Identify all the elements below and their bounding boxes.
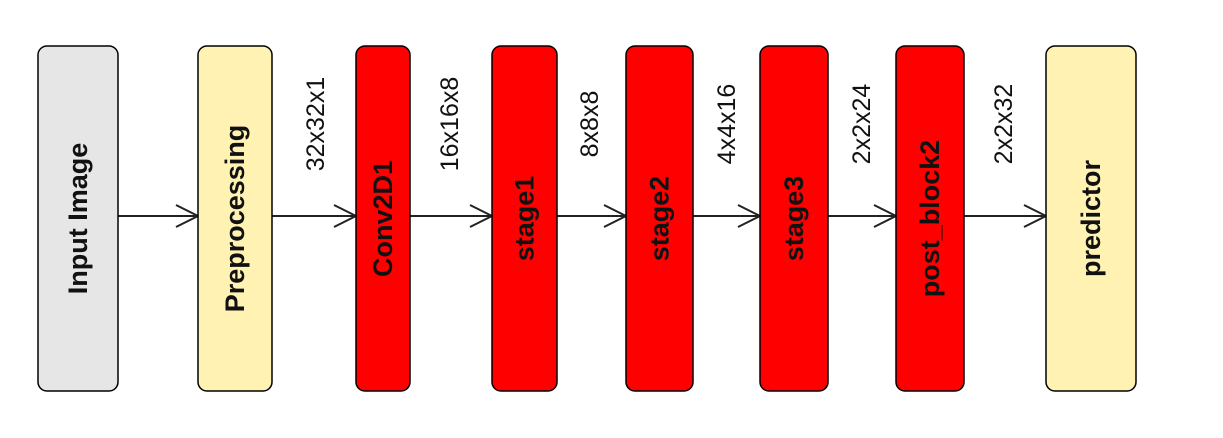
block-label: stage1 — [510, 176, 540, 262]
block-box — [37, 45, 119, 392]
block-box — [625, 45, 694, 392]
block-conv2d1: Conv2D1 — [355, 45, 411, 392]
block-box — [355, 45, 411, 392]
block-box — [759, 45, 829, 392]
block-stage2: stage2 — [625, 45, 694, 392]
block-label: post_block2 — [915, 140, 945, 298]
block-preprocessing: Preprocessing — [197, 45, 273, 392]
edge-shape-label: 16x16x8 — [436, 77, 464, 172]
block-label: stage2 — [645, 176, 675, 262]
arrow-4 — [557, 204, 629, 228]
block-label: Preprocessing — [220, 125, 250, 313]
arrow-2 — [272, 204, 359, 228]
block-stage1: stage1 — [491, 45, 558, 392]
block-box — [895, 45, 965, 392]
block-box — [491, 45, 558, 392]
block-box — [1045, 45, 1137, 392]
block-predictor: predictor — [1045, 45, 1137, 392]
block-input-image: Input Image — [37, 45, 119, 392]
block-label: stage3 — [779, 176, 809, 262]
block-label: Input Image — [63, 143, 93, 295]
arrow-5 — [693, 204, 763, 228]
block-post-block2: post_block2 — [895, 45, 965, 392]
block-stage3: stage3 — [759, 45, 829, 392]
edge-shape-label: 32x32x1 — [302, 77, 330, 172]
arrow-6 — [828, 204, 899, 228]
edge-shape-label: 8x8x8 — [576, 91, 604, 158]
arrow-7 — [964, 204, 1049, 228]
block-label: Conv2D1 — [368, 160, 398, 277]
edge-shape-label: 2x2x32 — [990, 84, 1018, 165]
arrow-1 — [118, 204, 201, 228]
block-label: predictor — [1076, 160, 1106, 278]
edge-shape-label: 2x2x24 — [848, 84, 876, 165]
block-box — [197, 45, 273, 392]
arrow-3 — [410, 204, 495, 228]
edge-shape-label: 4x4x16 — [713, 84, 741, 165]
